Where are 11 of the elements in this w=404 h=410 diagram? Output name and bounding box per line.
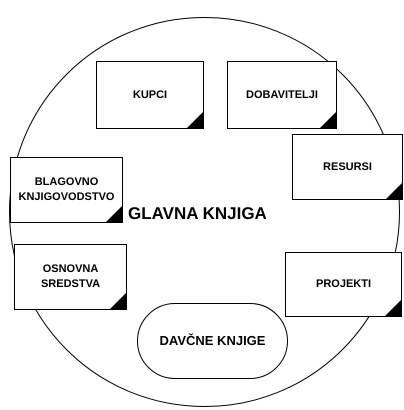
node-label: BLAGOVNO KNJIGOVODSTVO [18,175,116,205]
node-label: DAVČNE KNJIGE [160,332,266,350]
node-label: GLAVNA KNJIGA [128,203,267,225]
module-box [96,61,204,129]
node-label: RESURSI [322,160,373,174]
node-label: KUPCI [132,88,168,102]
module-box [227,61,337,129]
node-label: OSNOVNA SREDSTVA [40,262,102,292]
rounded-node [137,303,288,379]
node-label: PROJEKTI [314,277,372,292]
node-label: DOBAVITELJI [245,88,319,102]
